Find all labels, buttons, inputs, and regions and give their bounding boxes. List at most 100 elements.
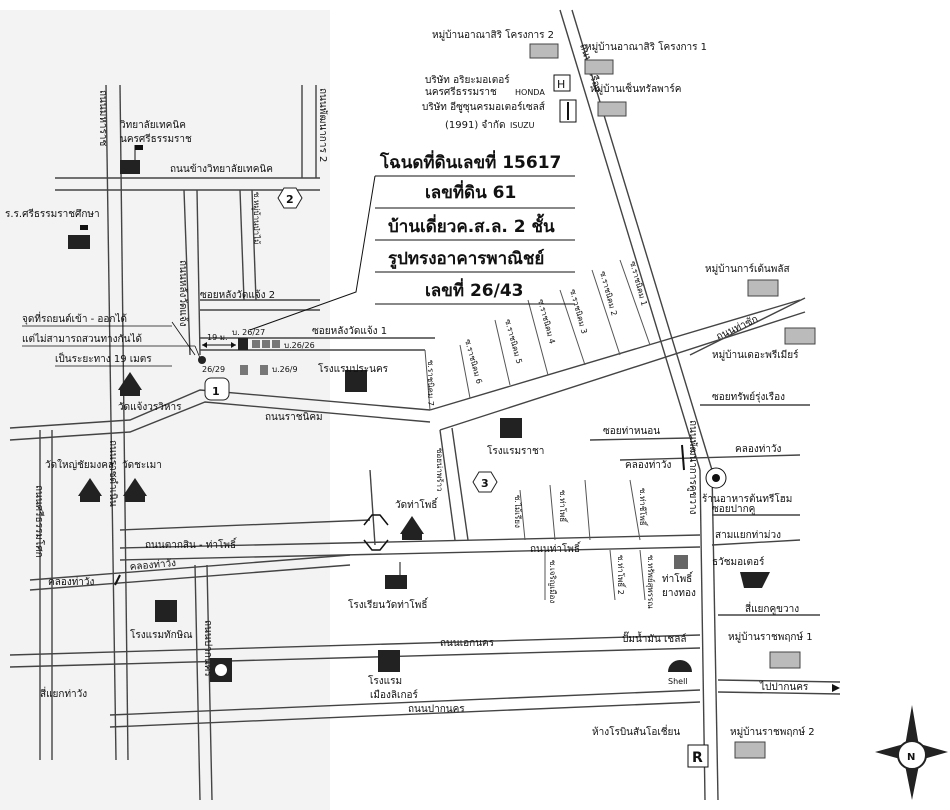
house-26-27: บ. 26/27 bbox=[232, 328, 265, 337]
label-canal-tha-wang-2: คลองท่าวัง bbox=[129, 558, 176, 573]
road-vert-bl-a bbox=[194, 564, 201, 801]
soi-r4 bbox=[527, 299, 549, 376]
label-soi-ss: ซ.เจริญเมือง bbox=[548, 560, 557, 603]
label-wat-yai: วัดใหญ่ชัยมงคล bbox=[45, 459, 114, 471]
label-village-suan-park: หมู่บ้านเซ็นทรัลพาร์ค bbox=[590, 81, 681, 95]
title-land-no: เลขที่ดิน 61 bbox=[425, 180, 516, 203]
label-isuzu-company-2: (1991) จำกัด bbox=[445, 120, 505, 131]
house-26-29: 26/29 bbox=[202, 365, 225, 374]
soi-nam-phrao-a bbox=[439, 429, 456, 541]
isuzu-logo-icon bbox=[559, 99, 577, 123]
road-thaphoe-b bbox=[119, 546, 701, 561]
road-ekanakhon-a bbox=[9, 634, 701, 656]
title-house-no: เลขที่ 26/43 bbox=[425, 278, 524, 301]
marker-2-label: 2 bbox=[286, 193, 294, 206]
road-ne-b bbox=[571, 9, 713, 471]
label-honda-company-2: นครศรีธรรมราช bbox=[425, 86, 497, 98]
road-bo-muang bbox=[711, 539, 801, 546]
label-soi-wat: ซ.ท่าชีโพธิ์ bbox=[638, 488, 649, 527]
label-road-taksin: ถนนตากสิน - ท่าโพธิ์ bbox=[145, 537, 238, 551]
house-icon bbox=[252, 340, 260, 348]
label-thaphoe-yt-2: ยางทอง bbox=[662, 588, 696, 599]
road-vert-bl-b bbox=[206, 564, 213, 801]
label-soi-pa-mai: ซ.หมู่บ้านป่าไม้ bbox=[251, 192, 261, 244]
distance-label: 19 ม. bbox=[207, 333, 228, 342]
soi-pa-mai-b bbox=[251, 189, 257, 301]
label-hotel-racha: โรงแรมราชา bbox=[487, 444, 544, 457]
label-hotel-thaksin: โรงแรมทักษิณ bbox=[130, 628, 193, 641]
label-soi-lwc1: ซอยหลังวัดแจ้ง 1 bbox=[312, 325, 387, 337]
soi-b bbox=[549, 484, 556, 541]
village-icon bbox=[597, 101, 627, 117]
label-road-nakhon-rat: ถนนพัฒนาการ 2 bbox=[317, 88, 328, 162]
hotel-icon bbox=[500, 418, 522, 438]
label-road-paknakhon: ถนนปากนคร bbox=[408, 704, 465, 715]
label-village-garden: หมู่บ้านการ์เด้นพลัส bbox=[705, 263, 790, 275]
label-honda-brand: HONDA bbox=[515, 88, 545, 97]
svg-text:R: R bbox=[692, 750, 703, 766]
compass-north-label: N bbox=[907, 752, 915, 763]
marker-1: 1 bbox=[204, 377, 230, 401]
label-road-khukhwang: ถนนพัฒนาการคูขวาง bbox=[687, 420, 698, 515]
road-ne-a bbox=[559, 9, 701, 471]
paper-shade-left bbox=[0, 10, 330, 810]
road-paknakhon-b bbox=[109, 701, 701, 728]
shell-logo-icon bbox=[668, 660, 692, 672]
soi-f bbox=[609, 549, 616, 601]
hotel-icon bbox=[378, 650, 400, 672]
canal-a bbox=[29, 554, 351, 581]
road-paknakhon-east-b bbox=[717, 691, 841, 695]
label-junction-bo-muang: สามแยกท่าม่วง bbox=[715, 530, 781, 541]
building-icon bbox=[120, 145, 143, 174]
label-road-pak-nakhon-vert: ถนนปากนคร bbox=[202, 620, 213, 677]
label-soi-nakhon: ซ.ไม้เรียง bbox=[513, 495, 522, 528]
label-soi-thongphun: ซ.ท่าโพธิ์ bbox=[558, 490, 569, 524]
house-icon bbox=[272, 340, 280, 348]
arrow-right-icon bbox=[832, 684, 840, 692]
school-icon bbox=[385, 562, 407, 589]
label-road-ekanakhon: ถนนเอกนคร bbox=[440, 638, 495, 649]
label-soi-thanon: ซอยท่าหนอน bbox=[603, 426, 660, 437]
house-icon bbox=[260, 365, 268, 375]
temple-icon bbox=[78, 478, 102, 502]
road-ratchanikhom-a bbox=[9, 389, 431, 429]
honda-logo-icon: H bbox=[553, 74, 571, 92]
honda-wing-icon bbox=[740, 572, 770, 588]
road-network bbox=[9, 9, 841, 801]
label-road-maharat: ถนนมหาราช bbox=[97, 90, 108, 147]
road-taksin-a bbox=[119, 519, 371, 531]
label-shell: ปั๊มน้ำมัน เชลล์ bbox=[622, 631, 686, 645]
label-thaphoe-yt-1: ท่าโพธิ์ bbox=[662, 571, 694, 585]
soi-nam-phrao-b bbox=[451, 427, 469, 541]
hotel-icon bbox=[345, 370, 367, 392]
compass-rose: N bbox=[875, 705, 948, 800]
label-soi-nam-phrao: ซอยน่าพร้าว bbox=[435, 448, 444, 491]
soi-d bbox=[629, 479, 641, 541]
label-canal-east-2: คลองท่าวัง bbox=[625, 460, 672, 471]
label-village-rp2: หมู่บ้านราชพฤกษ์ 2 bbox=[730, 726, 815, 738]
label-junction-thawang: สี่แยกท่าวัง bbox=[40, 686, 87, 700]
title-block: โฉนดที่ดินเลขที่ 15617 เลขที่ดิน 61 บ้าน… bbox=[249, 150, 575, 331]
label-hotel-mueang-2: เมืองลิเกอร์ bbox=[370, 689, 419, 701]
road-khukhwang-b bbox=[711, 469, 719, 801]
title-building-shape: รูปทรงอาคารพาณิชย์ bbox=[388, 248, 544, 270]
road-diag-b bbox=[439, 311, 806, 431]
temple-icon bbox=[118, 372, 142, 396]
distance-marker: 19 ม. bbox=[202, 333, 236, 348]
label-school-srithammarat: ร.ร.ศรีธรรมราชศึกษา bbox=[5, 208, 100, 220]
road-wat-chaeng-a bbox=[183, 189, 191, 356]
marker-1-label: 1 bbox=[212, 385, 220, 398]
label-hotel-prachanakhon: โรงแรมประนคร bbox=[318, 362, 389, 375]
soi-r7 bbox=[424, 349, 431, 411]
robinson-logo-icon: R bbox=[687, 744, 709, 768]
village-icon bbox=[784, 327, 816, 345]
canal-east bbox=[619, 454, 801, 461]
label-honda-company-1: บริษัท อริยะมอเตอร์ bbox=[425, 74, 510, 86]
title-house-type: บ้านเดี่ยวค.ส.ล. 2 ชั้น bbox=[388, 213, 555, 237]
bridge-marks bbox=[114, 444, 685, 586]
house-cluster: บ. 26/27 บ.26/26 บ.26/9 26/29 bbox=[202, 328, 315, 375]
road-maharat-a bbox=[105, 84, 117, 761]
soi-r6-a bbox=[459, 344, 471, 399]
road-ekanakhon-b bbox=[9, 647, 701, 668]
